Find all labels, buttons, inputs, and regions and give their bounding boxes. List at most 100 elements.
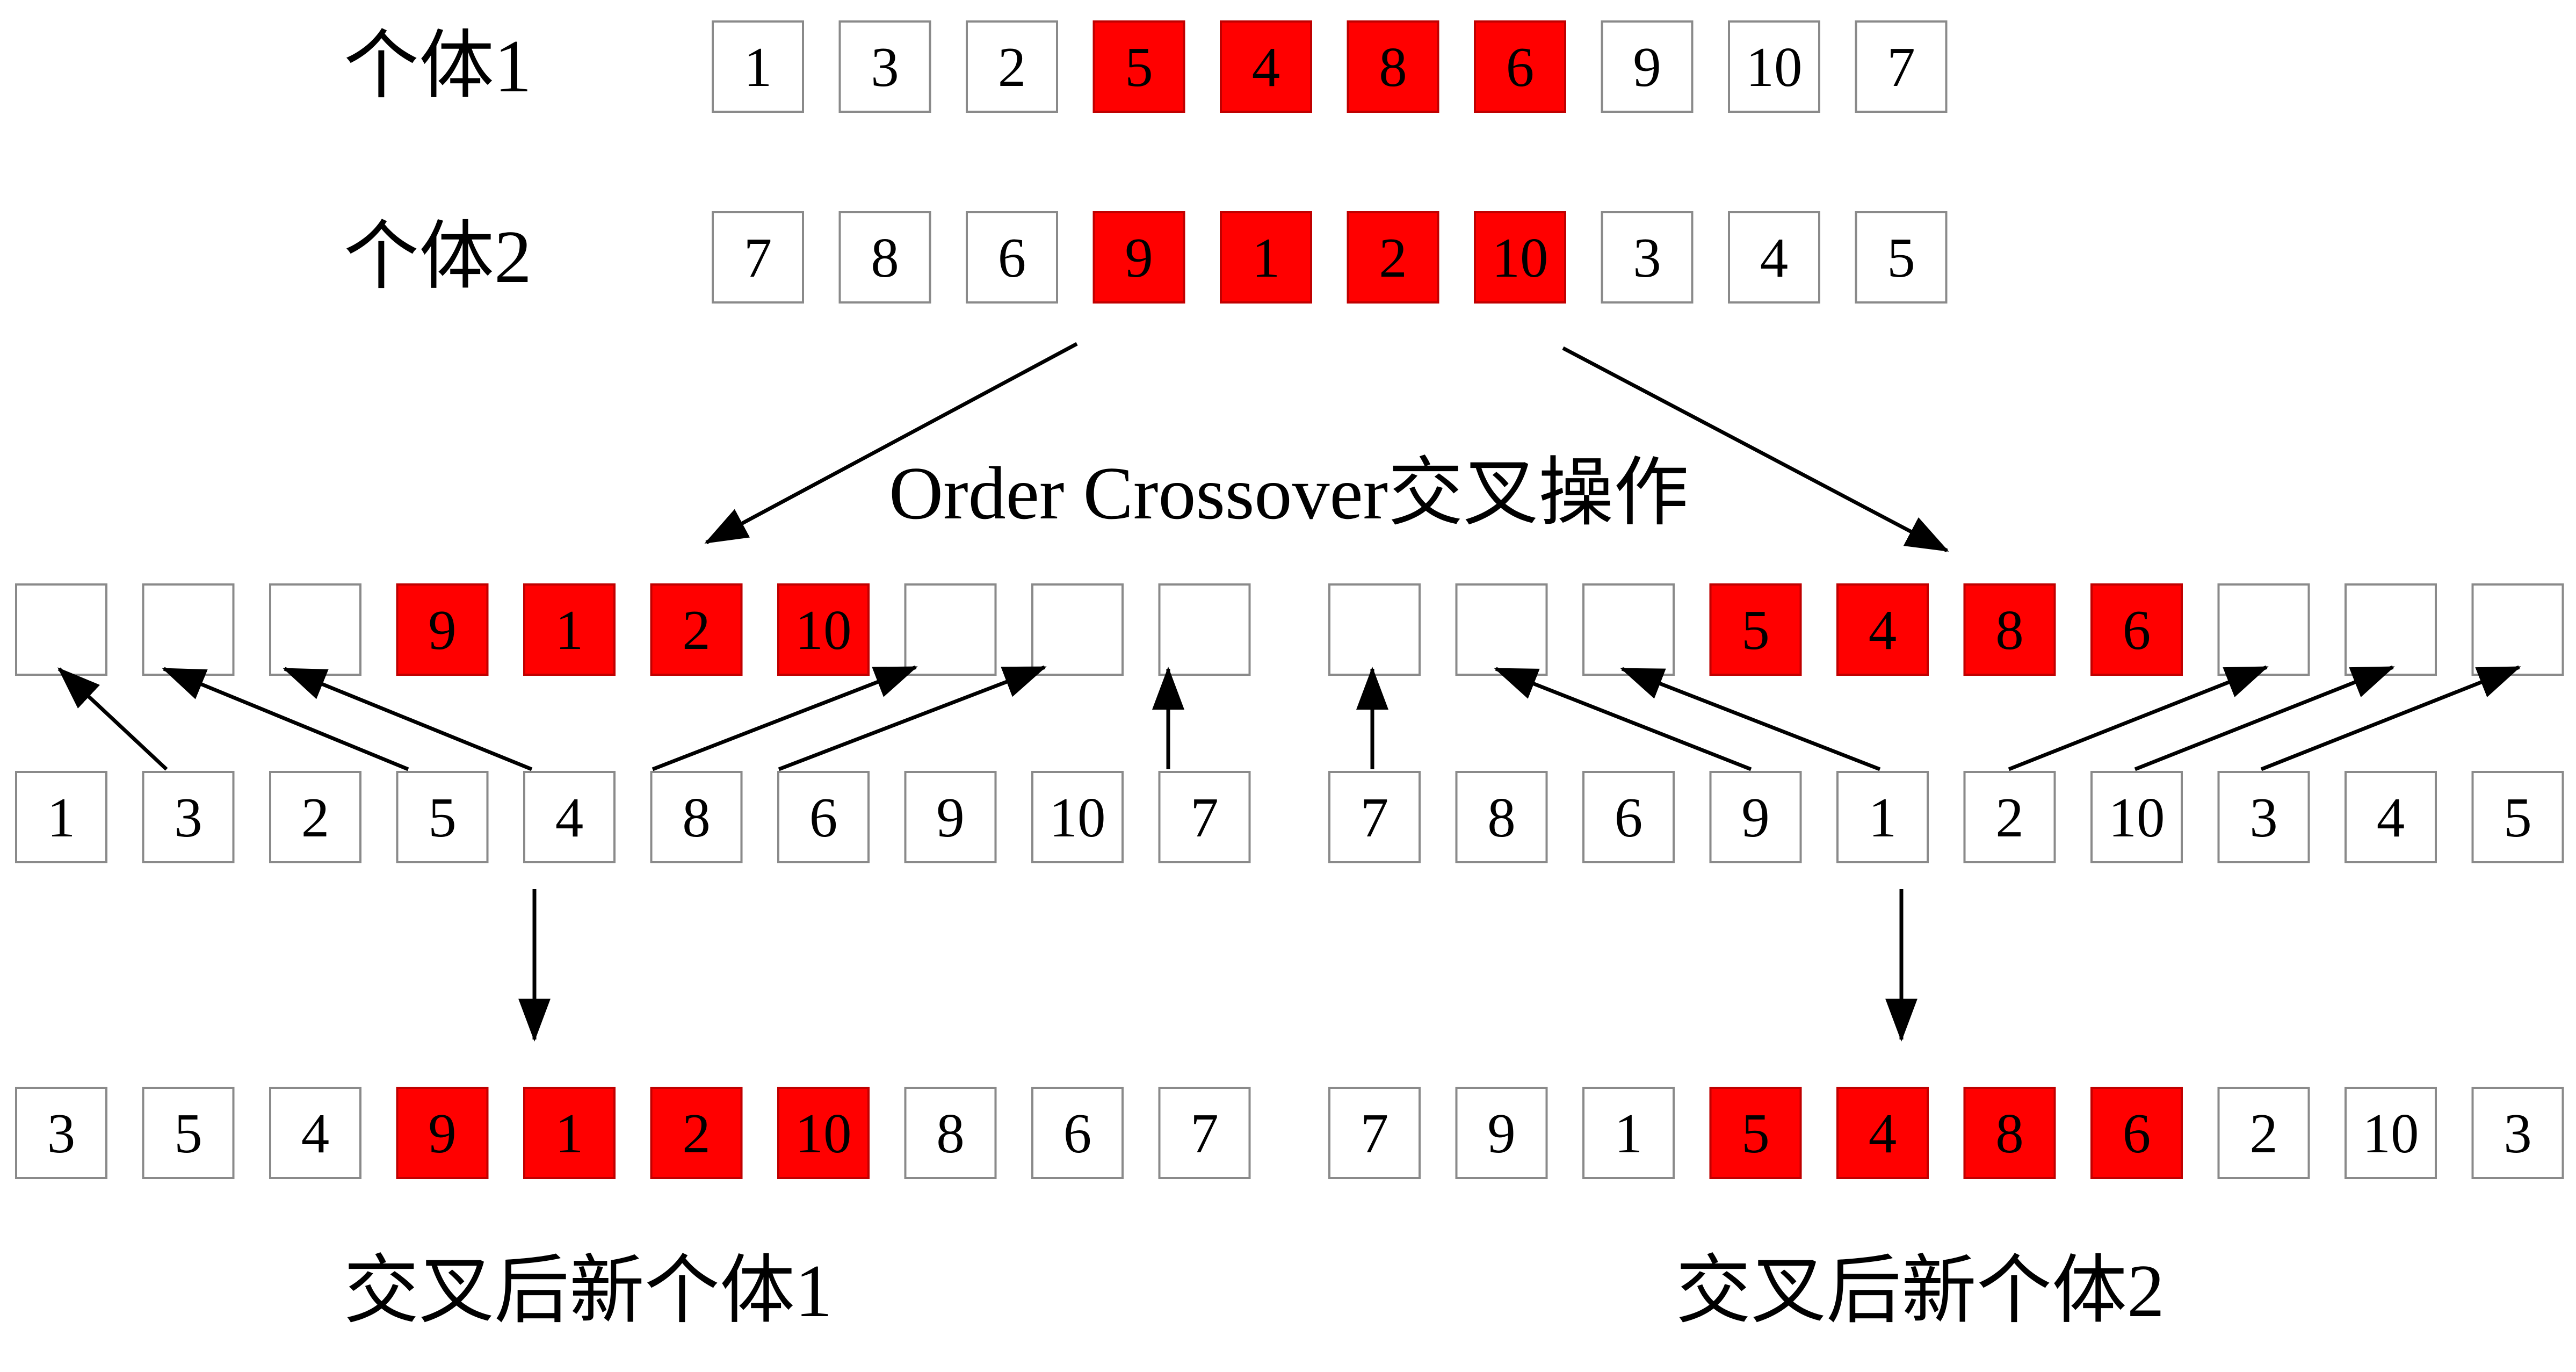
- gene-box: [2217, 583, 2310, 676]
- gene-box: [1474, 211, 1566, 304]
- gene-box: [1220, 211, 1312, 304]
- gene-box: [2345, 1087, 2437, 1179]
- gene-box: [777, 771, 870, 863]
- gene-box: [904, 1087, 997, 1179]
- gene-value: 8: [936, 1102, 965, 1165]
- gene-box: [712, 211, 804, 304]
- gene-value: 5: [1741, 1102, 1770, 1165]
- gene-value: 9: [936, 786, 965, 849]
- gene-box: [269, 1087, 361, 1179]
- gene-value: 6: [998, 226, 1026, 289]
- arrow-parent2-to-right: [1562, 346, 1949, 553]
- gene-box: [2090, 771, 2183, 863]
- fill-arrow: [283, 667, 533, 771]
- gene-box: [1709, 771, 1802, 863]
- gene-box: [1328, 1087, 1421, 1179]
- fill-arrow: [1620, 667, 1881, 771]
- fill-arrow: [2260, 665, 2521, 771]
- gene-box: [904, 583, 997, 676]
- gene-value: 2: [998, 35, 1026, 98]
- gene-value: 3: [871, 35, 899, 98]
- gene-value: 5: [1887, 226, 1915, 289]
- gene-box: [1328, 771, 1421, 863]
- fill-arrow: [2134, 665, 2395, 771]
- gene-box: [1728, 20, 1820, 113]
- gene-box: [1455, 1087, 1548, 1179]
- gene-value: 8: [1379, 35, 1407, 98]
- gene-box: [650, 1087, 743, 1179]
- gene-box: [1963, 771, 2056, 863]
- gene-value: 8: [871, 226, 899, 289]
- operation-title: Order Crossover交叉操作: [889, 452, 1689, 535]
- gene-value: 8: [1995, 598, 2024, 661]
- gene-box: [1709, 1087, 1802, 1179]
- gene-value: 2: [682, 1102, 711, 1165]
- gene-box: [1963, 583, 2056, 676]
- gene-value: 7: [1361, 1102, 1389, 1165]
- arrow-parent2-to-left: [704, 342, 1078, 545]
- gene-box: [1031, 583, 1124, 676]
- gene-box: [523, 771, 616, 863]
- gene-box: [15, 583, 107, 676]
- gene-value: 3: [2249, 786, 2278, 849]
- gene-value: 6: [1615, 786, 1643, 849]
- gene-box: [2471, 1087, 2564, 1179]
- gene-value: 2: [301, 786, 330, 849]
- gene-box: [396, 583, 489, 676]
- child1-label: 交叉后新个体1: [344, 1250, 833, 1333]
- gene-value: 4: [2377, 786, 2405, 849]
- child2-label: 交叉后新个体2: [1676, 1250, 2165, 1333]
- gene-value: 6: [1063, 1102, 1092, 1165]
- gene-box: [1328, 583, 1421, 676]
- gene-value: 3: [47, 1102, 76, 1165]
- gene-box: [1158, 1087, 1251, 1179]
- gene-value: 4: [1869, 598, 1897, 661]
- gene-value: 2: [1995, 786, 2024, 849]
- gene-value: 5: [2503, 786, 2532, 849]
- gene-value: 5: [1125, 35, 1153, 98]
- gene-value: 6: [2123, 598, 2151, 661]
- gene-box: [1582, 771, 1675, 863]
- gene-value: 8: [1487, 786, 1516, 849]
- gene-value: 10: [795, 1102, 852, 1165]
- gene-value: 7: [1190, 786, 1219, 849]
- parent2-label: 个体2: [344, 215, 532, 299]
- gene-box: [2090, 1087, 2183, 1179]
- gene-box: [712, 20, 804, 113]
- gene-value: 6: [2123, 1102, 2151, 1165]
- gene-value: 9: [1633, 35, 1661, 98]
- gene-box: [2345, 771, 2437, 863]
- gene-box: [777, 583, 870, 676]
- gene-box: [1092, 20, 1185, 113]
- fill-arrow: [2008, 665, 2269, 771]
- gene-value: 1: [744, 35, 772, 98]
- gene-box: [523, 1087, 616, 1179]
- gene-box: [1347, 20, 1439, 113]
- gene-box: [650, 771, 743, 863]
- gene-box: [142, 583, 235, 676]
- gene-box: [1709, 583, 1802, 676]
- gene-value: 1: [1252, 226, 1280, 289]
- gene-value: 1: [1615, 1102, 1643, 1165]
- gene-box: [2217, 771, 2310, 863]
- gene-box: [1031, 1087, 1124, 1179]
- gene-value: 4: [301, 1102, 330, 1165]
- gene-box: [1582, 1087, 1675, 1179]
- gene-value: 2: [682, 598, 711, 661]
- gene-box: [838, 20, 931, 113]
- gene-box: [1158, 771, 1251, 863]
- gene-value: 8: [682, 786, 711, 849]
- gene-box: [523, 583, 616, 676]
- gene-box: [1855, 20, 1948, 113]
- gene-box: [1601, 20, 1694, 113]
- gene-value: 5: [428, 786, 457, 849]
- gene-box: [1455, 771, 1548, 863]
- gene-value: 3: [1633, 226, 1661, 289]
- gene-box: [777, 1087, 870, 1179]
- gene-value: 9: [1741, 786, 1770, 849]
- gene-value: 3: [174, 786, 202, 849]
